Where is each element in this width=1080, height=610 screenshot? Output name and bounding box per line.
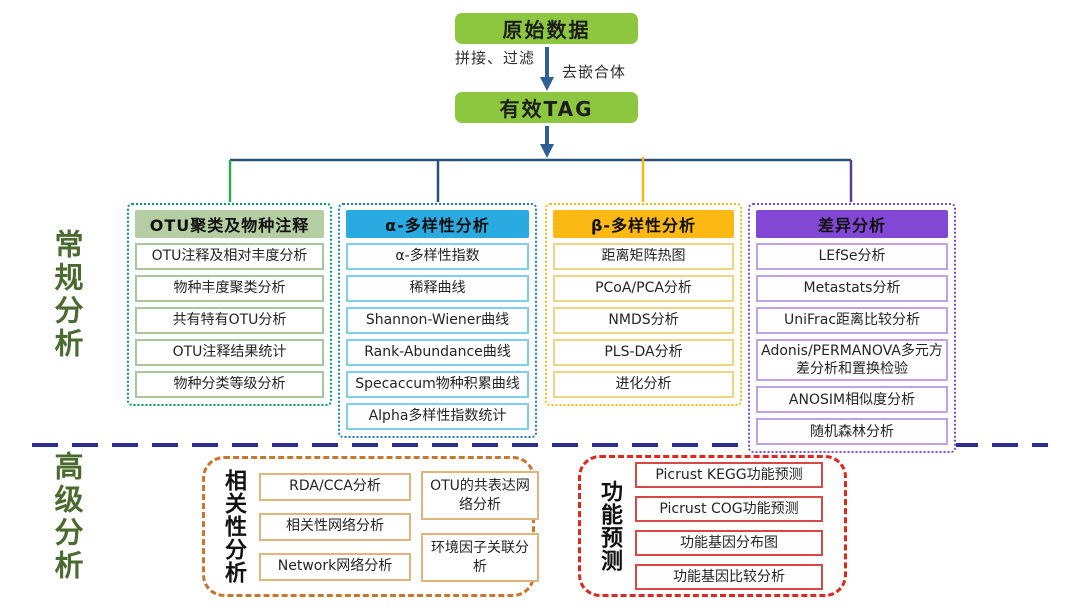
analysis-item: OTU注释及相对丰度分析 [135,243,324,270]
column-otu-header: OTU聚类及物种注释 [135,210,324,238]
valid-tag-node: 有效TAG [455,92,638,123]
advanced-analysis-label: 高级分析 [50,451,84,583]
analysis-item: 物种分类等级分析 [135,371,324,398]
function-items: Picrust KEGG功能预测 Picrust COG功能预测 功能基因分布图… [635,462,823,590]
analysis-item: Rank-Abundance曲线 [346,339,529,366]
regular-analysis-label: 常规分析 [50,229,84,361]
analysis-item: PLS-DA分析 [553,339,734,366]
correlation-analysis-group: 相关性分析 RDA/CCA分析 相关性网络分析 Network网络分析 OTU的… [202,456,539,597]
analysis-item: Picrust COG功能预测 [635,496,823,522]
column-beta-header: β-多样性分析 [553,210,734,238]
function-group-title: 功能预测 [597,480,622,572]
analysis-item: Network网络分析 [259,552,411,581]
analysis-item: 进化分析 [553,371,734,398]
arrow-raw-to-tag [540,47,554,91]
analysis-item: 距离矩阵热图 [553,243,734,270]
analysis-item: 物种丰度聚类分析 [135,275,324,302]
merge-filter-label: 拼接、过滤 [454,49,535,67]
analysis-item: Shannon-Wiener曲线 [346,307,529,334]
analysis-item: Adonis/PERMANOVA多元方差分析和置换检验 [756,339,948,382]
column-otu-clustering: OTU聚类及物种注释 OTU注释及相对丰度分析 物种丰度聚类分析 共有特有OTU… [127,203,332,406]
correlation-items-left: RDA/CCA分析 相关性网络分析 Network网络分析 [259,472,411,581]
analysis-item: 功能基因比较分析 [635,564,823,590]
analysis-item: 功能基因分布图 [635,530,823,556]
column-diff-header: 差异分析 [756,210,948,238]
analysis-item: Specaccum物种积累曲线 [346,371,529,398]
analysis-item: PCoA/PCA分析 [553,275,734,302]
analysis-item: 相关性网络分析 [259,512,411,541]
analysis-item: Alpha多样性指数统计 [346,403,529,430]
analysis-item: Metastats分析 [756,275,948,302]
correlation-items-right: OTU的共表达网络分析 环境因子关联分析 [421,471,539,582]
analysis-item: LEfSe分析 [756,243,948,270]
column-alpha-header: α-多样性分析 [346,210,529,238]
analysis-item: OTU的共表达网络分析 [421,471,539,520]
analysis-item: RDA/CCA分析 [259,472,411,501]
raw-data-node: 原始数据 [455,13,638,44]
analysis-item: ANOSIM相似度分析 [756,386,948,414]
column-difference-analysis: 差异分析 LEfSe分析 Metastats分析 UniFrac距离比较分析 A… [748,203,956,454]
correlation-group-title: 相关性分析 [221,469,246,584]
analysis-item: 环境因子关联分析 [421,533,539,582]
column-beta-diversity: β-多样性分析 距离矩阵热图 PCoA/PCA分析 NMDS分析 PLS-DA分… [545,203,742,406]
analysis-item: 随机森林分析 [756,418,948,446]
remove-chimera-label: 去嵌合体 [562,63,627,81]
analysis-item: OTU注释结果统计 [135,339,324,366]
analysis-item: 稀释曲线 [346,275,529,302]
analysis-item: 共有特有OTU分析 [135,307,324,334]
column-alpha-diversity: α-多样性分析 α-多样性指数 稀释曲线 Shannon-Wiener曲线 Ra… [338,203,537,438]
section-divider-line [32,443,1048,447]
analysis-item: NMDS分析 [553,307,734,334]
function-prediction-group: 功能预测 Picrust KEGG功能预测 Picrust COG功能预测 功能… [578,455,847,597]
analysis-item: UniFrac距离比较分析 [756,307,948,334]
analysis-item: α-多样性指数 [346,243,529,270]
arrow-tag-to-tree [540,126,554,158]
analysis-item: Picrust KEGG功能预测 [635,462,823,488]
